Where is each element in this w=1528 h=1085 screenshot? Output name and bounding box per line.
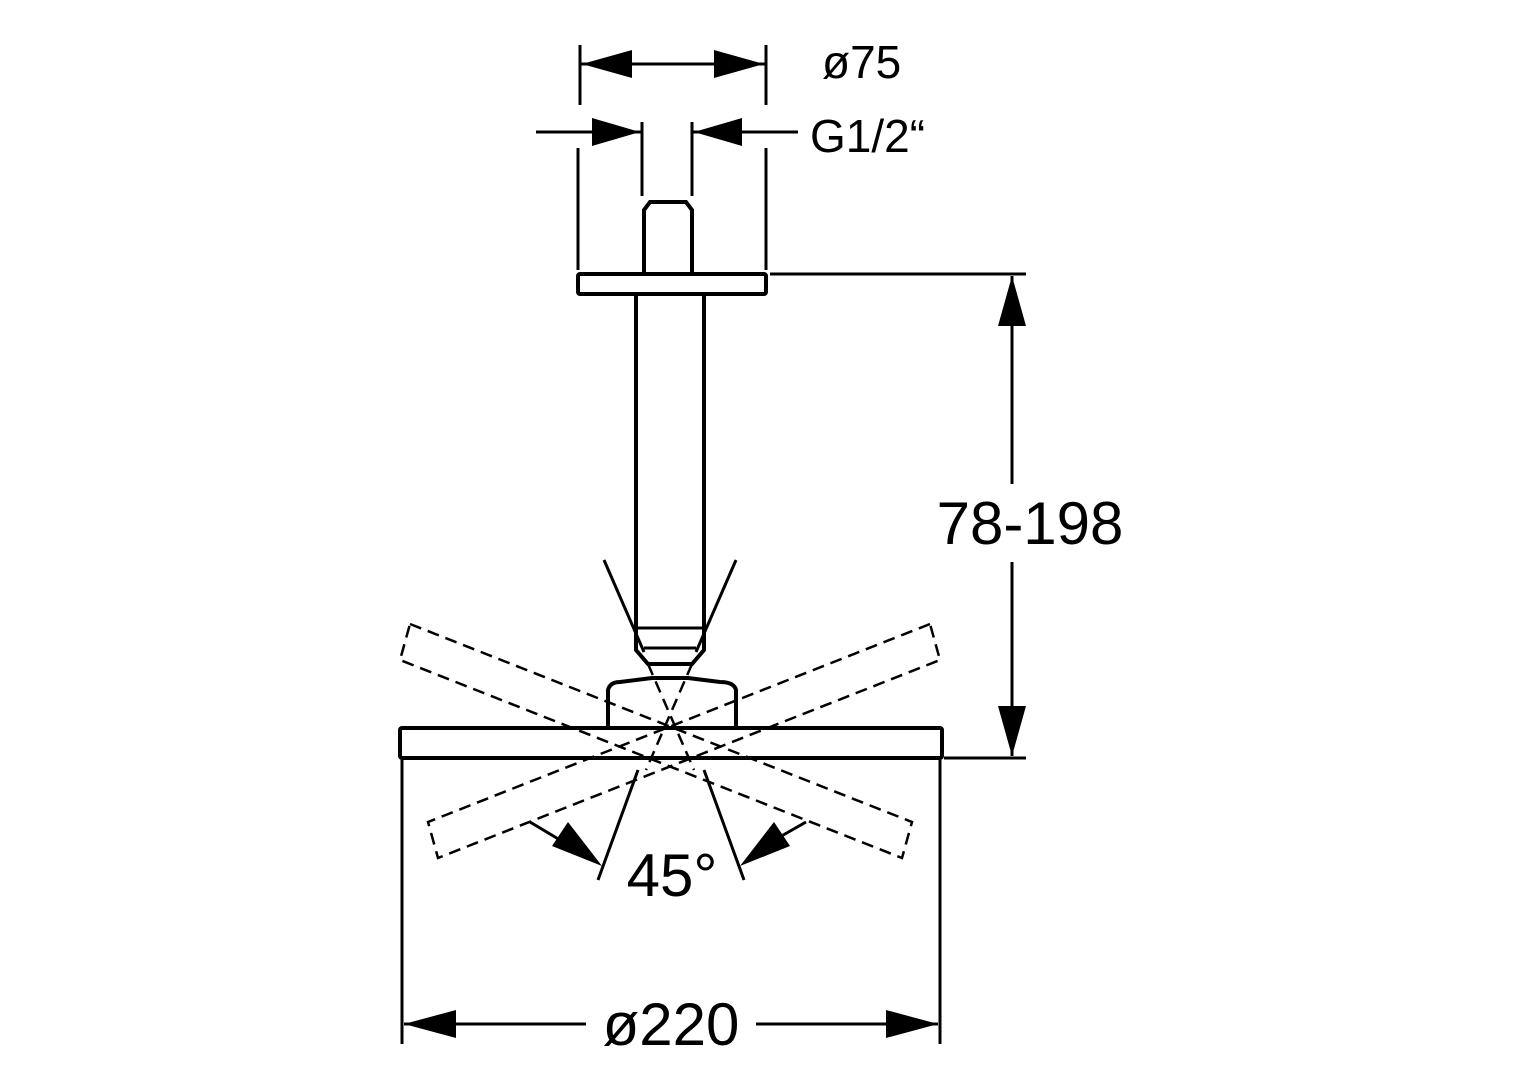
angle-leg-left bbox=[596, 769, 640, 881]
rosette-diameter-label: ø75 bbox=[822, 36, 901, 88]
thread-dimension: G1/2“ bbox=[536, 110, 925, 270]
arrow-head bbox=[404, 1010, 456, 1038]
shower-head-plate bbox=[398, 726, 944, 760]
rosette-flange bbox=[576, 272, 768, 296]
thread-label: G1/2“ bbox=[810, 110, 925, 162]
rosette-diameter-dimension: ø75 bbox=[578, 36, 901, 105]
tilted-head-position-a bbox=[398, 622, 914, 860]
tilted-hub-line bbox=[646, 663, 696, 771]
arrow-head bbox=[552, 822, 602, 866]
thread-nipple bbox=[642, 200, 694, 274]
tilt-angle-label: 45° bbox=[627, 842, 718, 909]
tilted-head-positions bbox=[398, 622, 942, 860]
ball-joint bbox=[634, 628, 706, 666]
arrow-head bbox=[592, 118, 640, 146]
arrow-head bbox=[582, 50, 632, 78]
angle-arc-left bbox=[529, 820, 561, 842]
tilt-guide-right bbox=[694, 559, 738, 653]
tilt-guide-left bbox=[602, 559, 646, 653]
arrow-head bbox=[998, 706, 1026, 756]
arrow-head bbox=[694, 118, 742, 146]
tilted-hub-line bbox=[644, 663, 694, 771]
arm-length-label: 78-198 bbox=[937, 490, 1124, 557]
arm-length-dimension: 78-198 bbox=[770, 272, 1124, 760]
head-hub bbox=[606, 676, 738, 728]
tilted-head-position-b bbox=[426, 622, 942, 860]
arrow-head bbox=[886, 1010, 938, 1038]
tilt-angle-dimension: 45° bbox=[529, 769, 807, 909]
head-diameter-dimension: ø220 bbox=[400, 760, 942, 1058]
arrow-head bbox=[714, 50, 764, 78]
angle-leg-right bbox=[702, 769, 746, 881]
shower-arm bbox=[602, 294, 738, 666]
arrow-head bbox=[998, 276, 1026, 326]
arrow-head bbox=[740, 822, 790, 866]
head-diameter-label: ø220 bbox=[603, 991, 740, 1058]
ceiling-connector bbox=[576, 200, 768, 296]
